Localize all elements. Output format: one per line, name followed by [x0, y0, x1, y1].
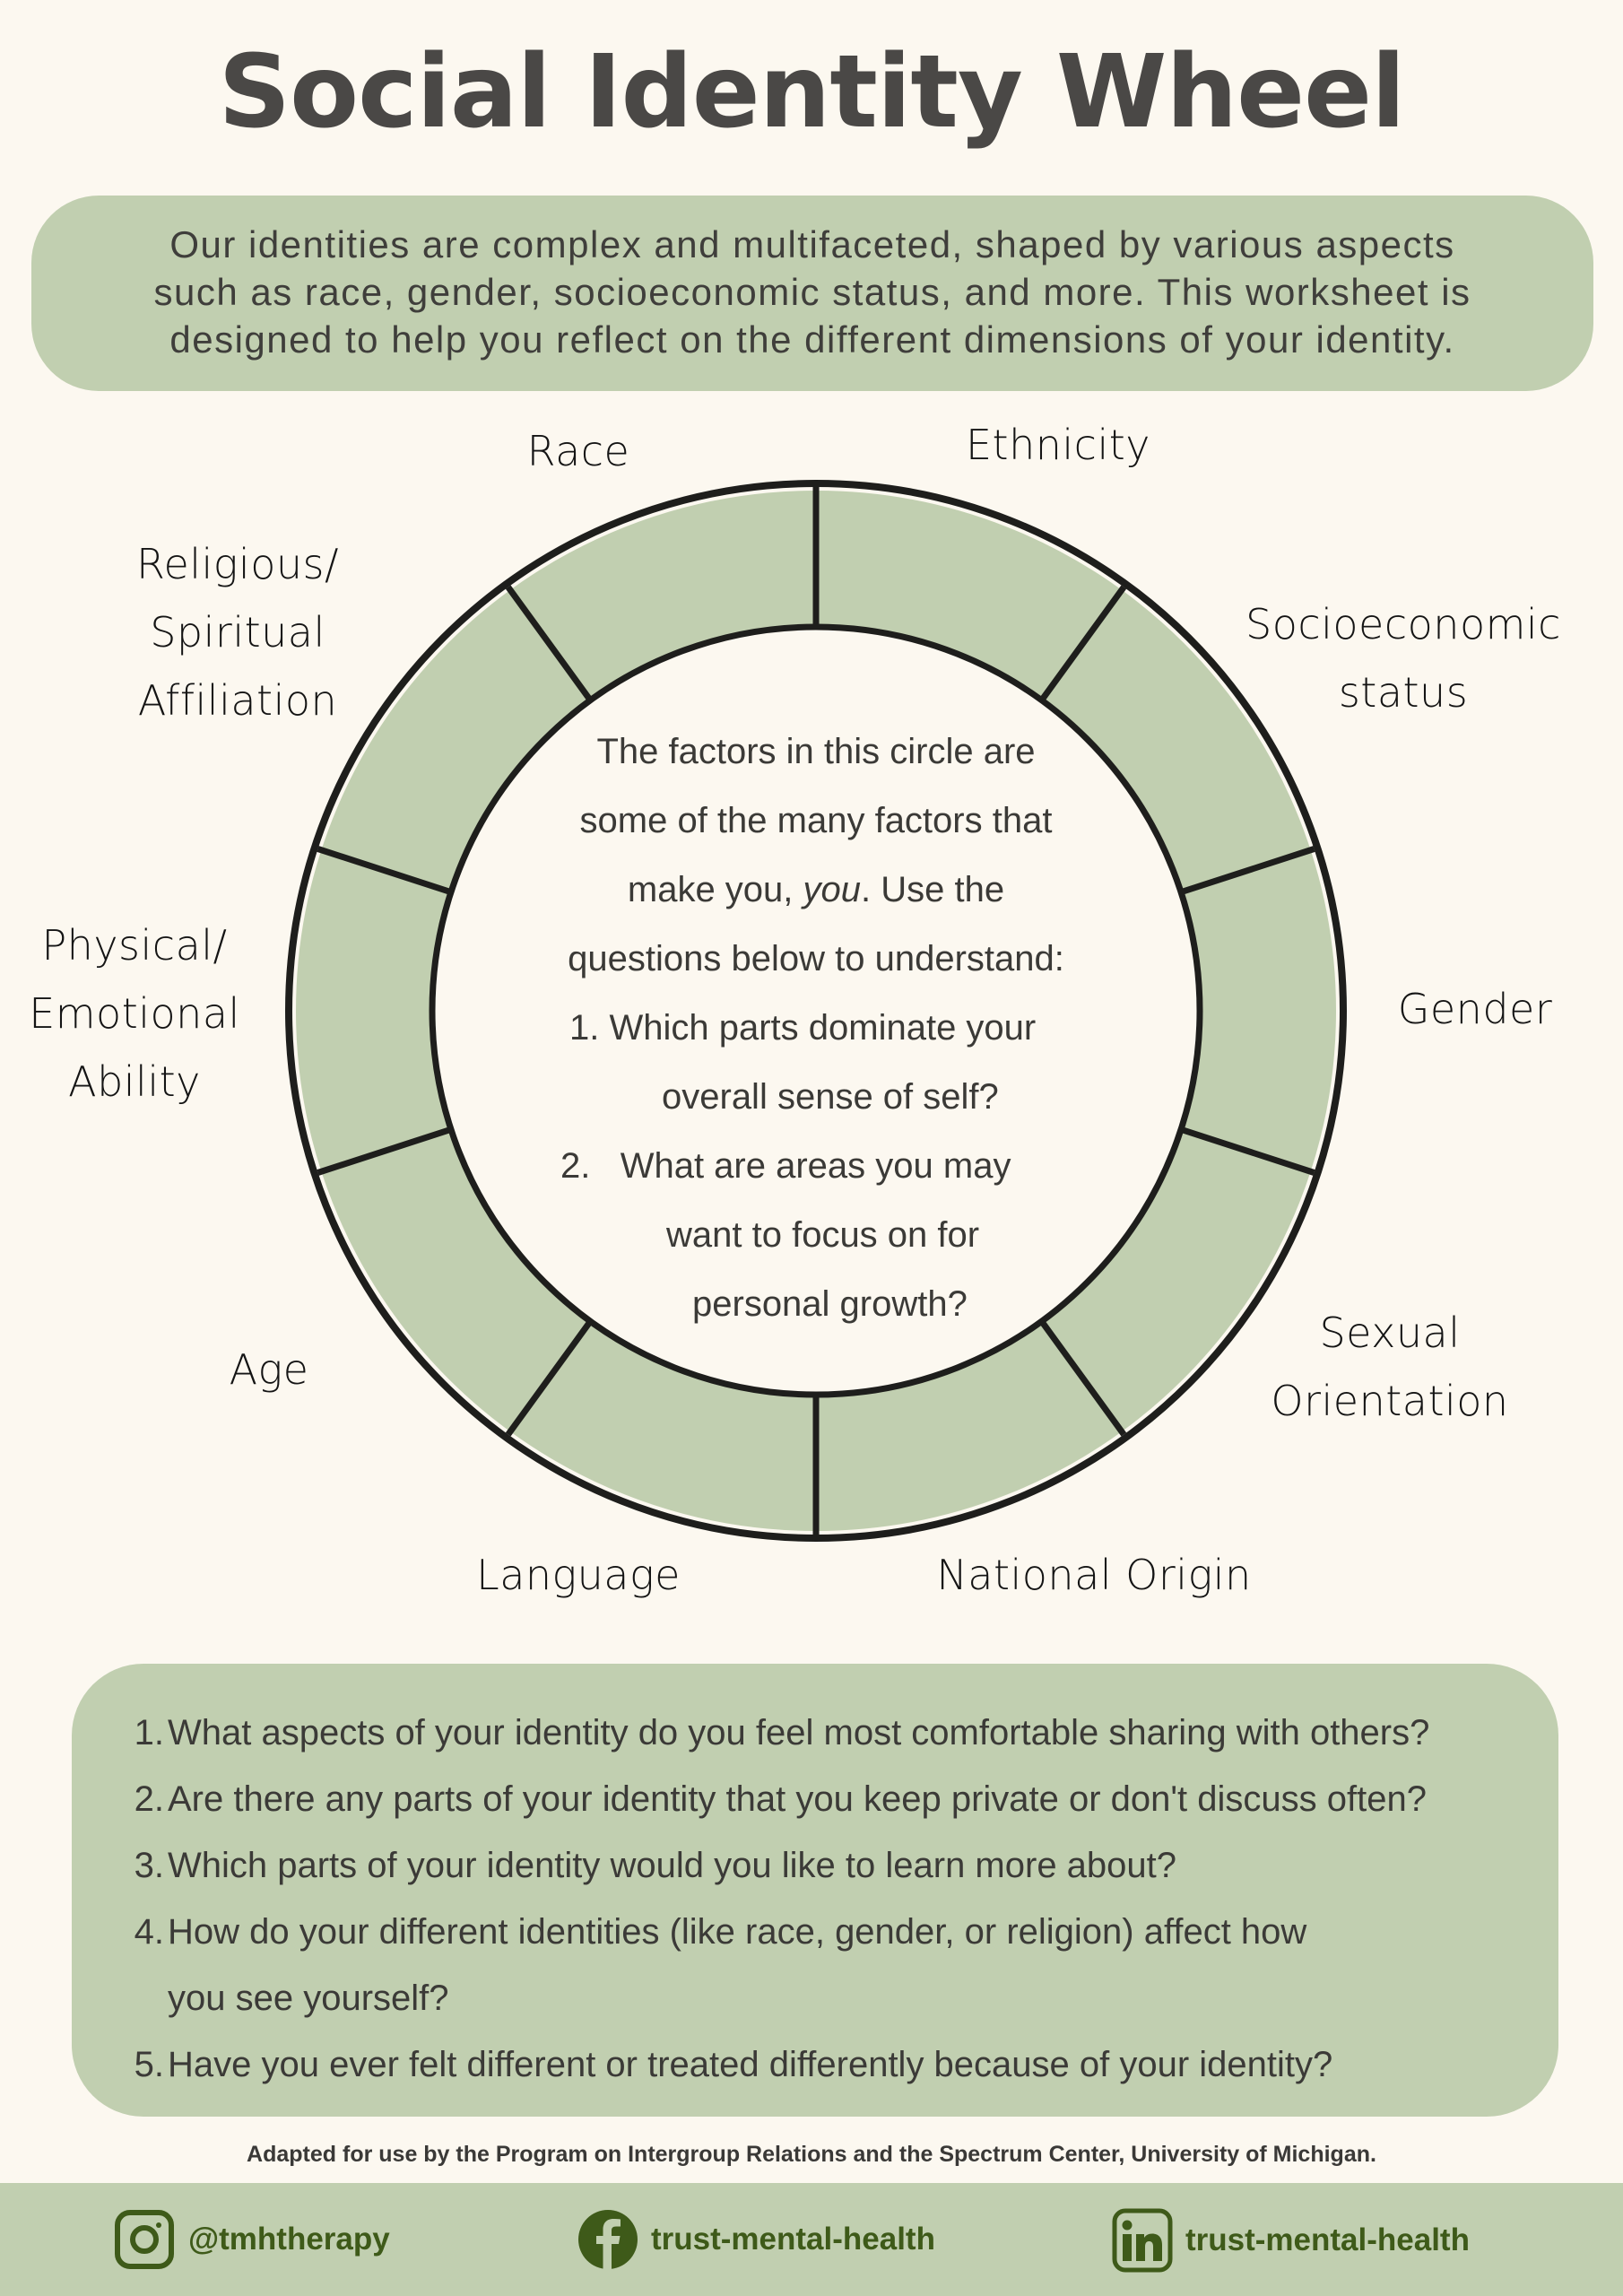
label-race: Race — [526, 427, 630, 475]
facebook-icon — [578, 2210, 638, 2269]
label-language: Language — [476, 1551, 681, 1599]
label-national-origin: National Origin — [936, 1551, 1252, 1599]
intro-line: Our identities are complex and multiface… — [169, 223, 1455, 265]
instagram-link[interactable]: @tmhtherapy — [113, 2208, 390, 2271]
wheel-inner-circle — [429, 623, 1203, 1398]
footer: @tmhtherapy trust-mental-health trust-me… — [0, 2183, 1623, 2296]
label-age: Age — [229, 1345, 309, 1394]
identity-wheel — [285, 480, 1347, 1542]
instagram-handle: @tmhtherapy — [188, 2222, 390, 2257]
question-item: 2.Are there any parts of your identity t… — [134, 1779, 1427, 1819]
center-line: The factors in this circle are — [596, 732, 1036, 771]
page-title: Social Identity Wheel — [218, 34, 1406, 151]
question-item: 4.How do your different identities (like… — [134, 1912, 1307, 2018]
question-item: 5.Have you ever felt different or treate… — [134, 2045, 1333, 2084]
reflection-questions: 1.What aspects of your identity do you f… — [72, 1664, 1558, 2117]
label-socioeconomic: Socioeconomic status — [1245, 600, 1561, 717]
linkedin-icon — [1112, 2208, 1173, 2273]
label-physical-emotional: Physical/ Emotional Ability — [29, 921, 240, 1106]
question-item: 3.Which parts of your identity would you… — [134, 1846, 1177, 1885]
center-line: questions below to understand: — [568, 939, 1064, 978]
linkedin-link[interactable]: trust-mental-health — [1112, 2208, 1470, 2273]
intro-line: designed to help you reflect on the diff… — [169, 318, 1455, 361]
label-religious: Religious/ Spiritual Affiliation — [136, 540, 339, 725]
facebook-handle: trust-mental-health — [651, 2222, 935, 2257]
center-question-2-cont: want to focus on for — [666, 1215, 980, 1255]
center-question-2: 2. What are areas you may — [560, 1146, 1011, 1186]
intro-box: Our identities are complex and multiface… — [31, 196, 1593, 391]
wheel-center-text: The factors in this circle are some of t… — [502, 718, 1130, 1339]
credit-line: Adapted for use by the Program on Interg… — [247, 2142, 1376, 2167]
label-ethnicity: Ethnicity — [965, 421, 1151, 469]
question-item: 1.What aspects of your identity do you f… — [134, 1713, 1430, 1752]
linkedin-handle: trust-mental-health — [1185, 2222, 1470, 2257]
center-question-1-cont: overall sense of self? — [662, 1077, 999, 1117]
wheel-dividers — [317, 487, 1315, 1535]
center-question-2-cont: personal growth? — [692, 1284, 968, 1324]
label-sexual-orientation: Sexual Orientation — [1271, 1309, 1509, 1425]
facebook-link[interactable]: trust-mental-health — [577, 2208, 935, 2271]
instagram-icon — [115, 2210, 174, 2269]
center-line: some of the many factors that — [579, 801, 1053, 840]
intro-line: such as race, gender, socioeconomic stat… — [153, 271, 1471, 313]
label-gender: Gender — [1397, 985, 1553, 1033]
center-line: make you, you. Use the — [627, 870, 1005, 909]
center-question-1: 1. Which parts dominate your — [569, 1008, 1037, 1048]
